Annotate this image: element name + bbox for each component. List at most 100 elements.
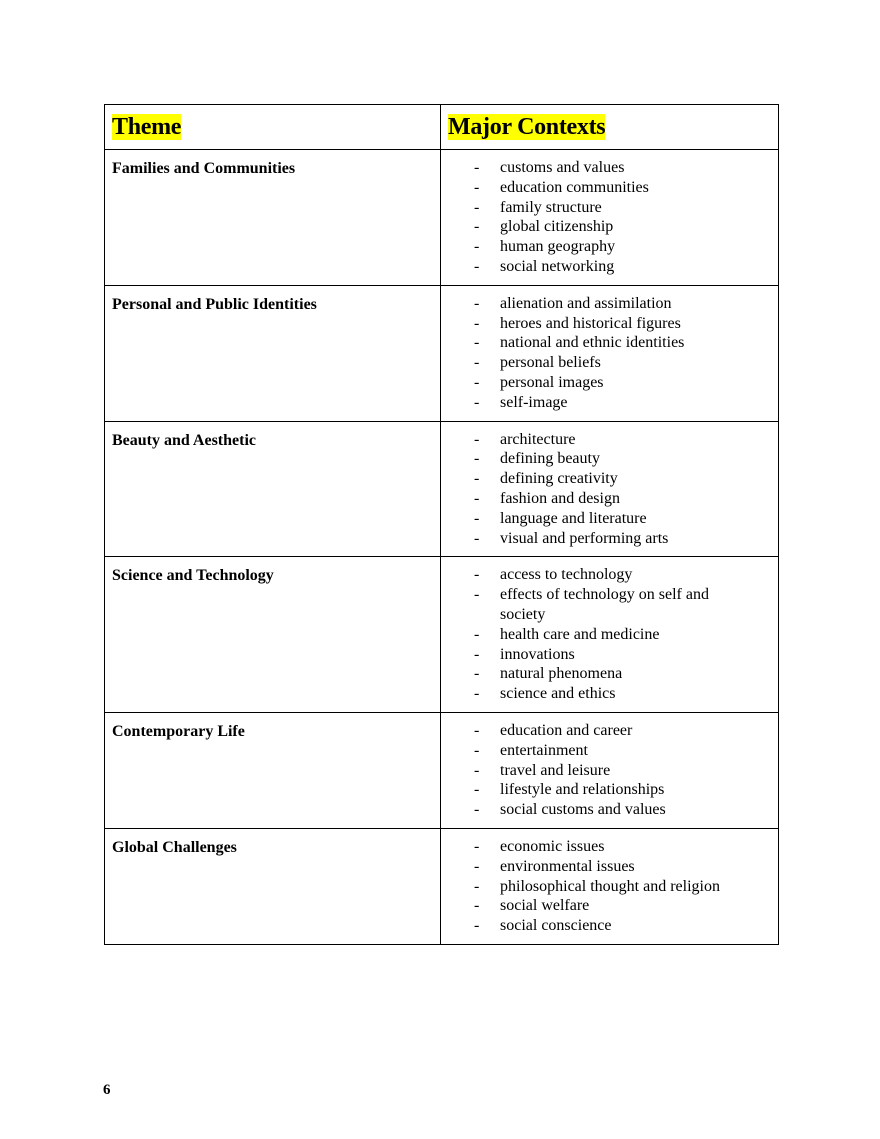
theme-header: Theme <box>112 114 182 140</box>
list-item: - education and career <box>441 721 778 741</box>
contexts-cell: -education and career-entertainment-trav… <box>440 711 779 829</box>
dash-bullet-icon: - <box>474 238 480 256</box>
context-text: architecture <box>500 430 576 448</box>
list-item: - architecture <box>441 430 778 450</box>
dash-bullet-icon: - <box>474 877 480 895</box>
dash-bullet-icon: - <box>474 334 480 352</box>
dash-bullet-icon: - <box>474 586 480 604</box>
context-text: fashion and design <box>500 489 620 507</box>
dash-bullet-icon: - <box>474 721 480 739</box>
context-text: economic issues <box>500 837 605 855</box>
context-text: science and ethics <box>500 685 616 703</box>
contexts-list: -education and career-entertainment-trav… <box>441 721 778 820</box>
dash-bullet-icon: - <box>474 509 480 527</box>
dash-bullet-icon: - <box>474 430 480 448</box>
list-item: -social welfare <box>441 896 778 916</box>
table-header-row: Theme Major Contexts <box>104 104 779 150</box>
list-item: -customs and values <box>441 158 778 178</box>
list-item: - science and ethics <box>441 684 778 704</box>
contexts-cell: -alienation and assimilation-heroes and … <box>440 284 779 422</box>
context-text: global citizenship <box>500 218 614 236</box>
dash-bullet-icon: - <box>474 450 480 468</box>
context-text: heroes and historical figures <box>500 314 681 332</box>
list-item: -alienation and assimilation <box>441 294 778 314</box>
context-text: national and ethnic identities <box>500 334 685 352</box>
context-text: social customs and values <box>500 801 666 819</box>
context-text: social networking <box>500 257 615 275</box>
context-text: personal beliefs <box>500 354 601 372</box>
dash-bullet-icon: - <box>474 837 480 855</box>
list-item: - economic issues <box>441 837 778 857</box>
dash-bullet-icon: - <box>474 801 480 819</box>
list-item: - personal images <box>441 373 778 393</box>
list-item: -entertainment <box>441 741 778 761</box>
contexts-list: -alienation and assimilation-heroes and … <box>441 294 778 413</box>
context-text: natural phenomena <box>500 665 623 683</box>
context-text: environmental issues <box>500 857 635 875</box>
context-text: health care and medicine <box>500 625 660 643</box>
list-item: - visual and performing arts <box>441 529 778 549</box>
dash-bullet-icon: - <box>474 314 480 332</box>
table-row: Personal and Public Identities-alienatio… <box>104 284 779 422</box>
list-item: - national and ethnic identities <box>441 333 778 353</box>
table-row: Global Challenges-economic issues-enviro… <box>104 827 779 945</box>
context-text: education communities <box>500 178 649 196</box>
dash-bullet-icon: - <box>474 685 480 703</box>
list-item: -defining creativity <box>441 469 778 489</box>
list-item: - health care and medicine <box>441 625 778 645</box>
theme-cell: Personal and Public Identities <box>104 284 441 422</box>
list-item: -environmental issues <box>441 857 778 877</box>
context-text: self-image <box>500 393 568 411</box>
dash-bullet-icon: - <box>474 665 480 683</box>
dash-bullet-icon: - <box>474 159 480 176</box>
dash-bullet-icon: - <box>474 781 480 799</box>
dash-bullet-icon: - <box>474 178 480 196</box>
dash-bullet-icon: - <box>474 529 480 547</box>
dash-bullet-icon: - <box>474 645 480 663</box>
list-item: - defining beauty <box>441 449 778 469</box>
contexts-list: -access to technology-effects of technol… <box>441 565 778 704</box>
list-item: - lifestyle and relationships <box>441 780 778 800</box>
table-row: Beauty and Aesthetic-architecture-defini… <box>104 420 779 558</box>
dash-bullet-icon: - <box>474 741 480 759</box>
list-item: - social customs and values <box>441 800 778 820</box>
context-text: education and career <box>500 721 633 739</box>
list-item: - education communities <box>441 178 778 198</box>
contexts-list: - architecture - defining beauty-defining c… <box>441 430 778 549</box>
context-text: defining beauty <box>500 450 600 468</box>
contexts-cell: -economic issues-environmental issues-ph… <box>440 827 779 945</box>
dash-bullet-icon: - <box>474 470 480 488</box>
context-text: personal images <box>500 373 604 391</box>
list-item: -access to technology <box>441 565 778 585</box>
dash-bullet-icon: - <box>474 625 480 643</box>
dash-bullet-icon: - <box>474 393 480 411</box>
dash-bullet-icon: - <box>474 373 480 391</box>
contexts-cell: -customs and values-education communitie… <box>440 149 779 286</box>
list-item: -human geography <box>441 237 778 257</box>
dash-bullet-icon: - <box>474 354 480 372</box>
context-text: visual and performing arts <box>500 529 669 547</box>
contexts-header: Major Contexts <box>448 114 606 140</box>
contexts-cell: - architecture - defining beauty-defining c… <box>440 420 779 558</box>
list-item: - social networking <box>441 257 778 277</box>
context-text: philosophical thought and religion <box>500 877 720 895</box>
table-row: Science and Technology-access to technol… <box>104 556 779 713</box>
list-item: - personal beliefs <box>441 353 778 373</box>
dash-bullet-icon: - <box>474 917 480 935</box>
context-text: lifestyle and relationships <box>500 781 665 799</box>
theme-cell: Science and Technology <box>104 556 441 713</box>
contexts-header-cell: Major Contexts <box>440 104 779 150</box>
dash-bullet-icon: - <box>474 257 480 275</box>
list-item: - self-image <box>441 393 778 413</box>
context-text: language and literature <box>500 509 647 527</box>
contexts-cell: -access to technology-effects of technol… <box>440 556 779 713</box>
contexts-list: -customs and values-education communitie… <box>441 158 778 277</box>
contexts-list: -economic issues-environmental issues-ph… <box>441 837 778 936</box>
list-item: -innovations <box>441 645 778 665</box>
context-text: access to technology <box>500 566 633 584</box>
dash-bullet-icon: - <box>474 218 480 236</box>
table-row: Families and Communities-customs and val… <box>104 149 779 286</box>
context-text: family structure <box>500 198 602 216</box>
context-text: social welfare <box>500 897 590 915</box>
dash-bullet-icon: - <box>474 761 480 779</box>
